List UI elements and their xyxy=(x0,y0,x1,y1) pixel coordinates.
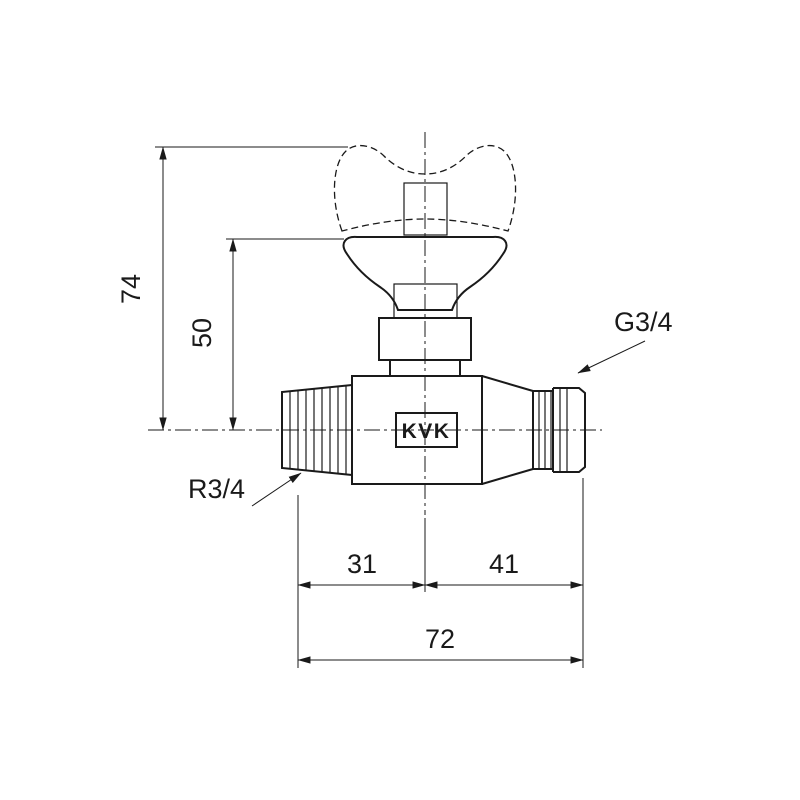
centerlines xyxy=(148,132,602,515)
phantom-handle xyxy=(333,144,517,232)
dimension-50: 50 xyxy=(187,238,344,431)
dimension-31-41: 31 41 xyxy=(297,478,584,668)
label-r34: R3/4 xyxy=(188,472,302,507)
valve-body: KVK xyxy=(281,375,586,485)
stem-top xyxy=(403,182,448,236)
leader-line-r34 xyxy=(251,472,302,507)
dim-text-72: 72 xyxy=(425,624,455,654)
right-cone xyxy=(481,375,534,485)
right-groove-lines xyxy=(538,392,552,468)
dim-text-74: 74 xyxy=(116,274,146,304)
brand-mark-box xyxy=(395,412,458,448)
left-thread-hatching xyxy=(289,386,347,474)
dim-text-41: 41 xyxy=(489,549,519,579)
brand-mark-text: KVK xyxy=(402,420,451,443)
brand-mark: KVK xyxy=(395,412,458,448)
right-end-lines xyxy=(559,388,568,472)
right-groove-section xyxy=(533,390,553,470)
wing-handle xyxy=(342,235,508,311)
wing-handle-outline xyxy=(342,235,508,311)
dimension-74: 74 xyxy=(116,146,348,431)
leader-line-g34 xyxy=(577,340,646,374)
right-end-cap xyxy=(552,387,586,473)
label-text-g34: G3/4 xyxy=(614,307,673,337)
label-g34: G3/4 xyxy=(577,307,673,374)
dim-text-31: 31 xyxy=(347,549,377,579)
dimension-72: 72 xyxy=(297,624,584,664)
left-thread xyxy=(281,384,353,476)
right-thread xyxy=(481,375,586,485)
left-thread-profile xyxy=(281,384,353,476)
phantom-handle-outline xyxy=(333,144,517,232)
label-text-r34: R3/4 xyxy=(188,474,245,504)
dim-text-50: 50 xyxy=(187,318,217,348)
